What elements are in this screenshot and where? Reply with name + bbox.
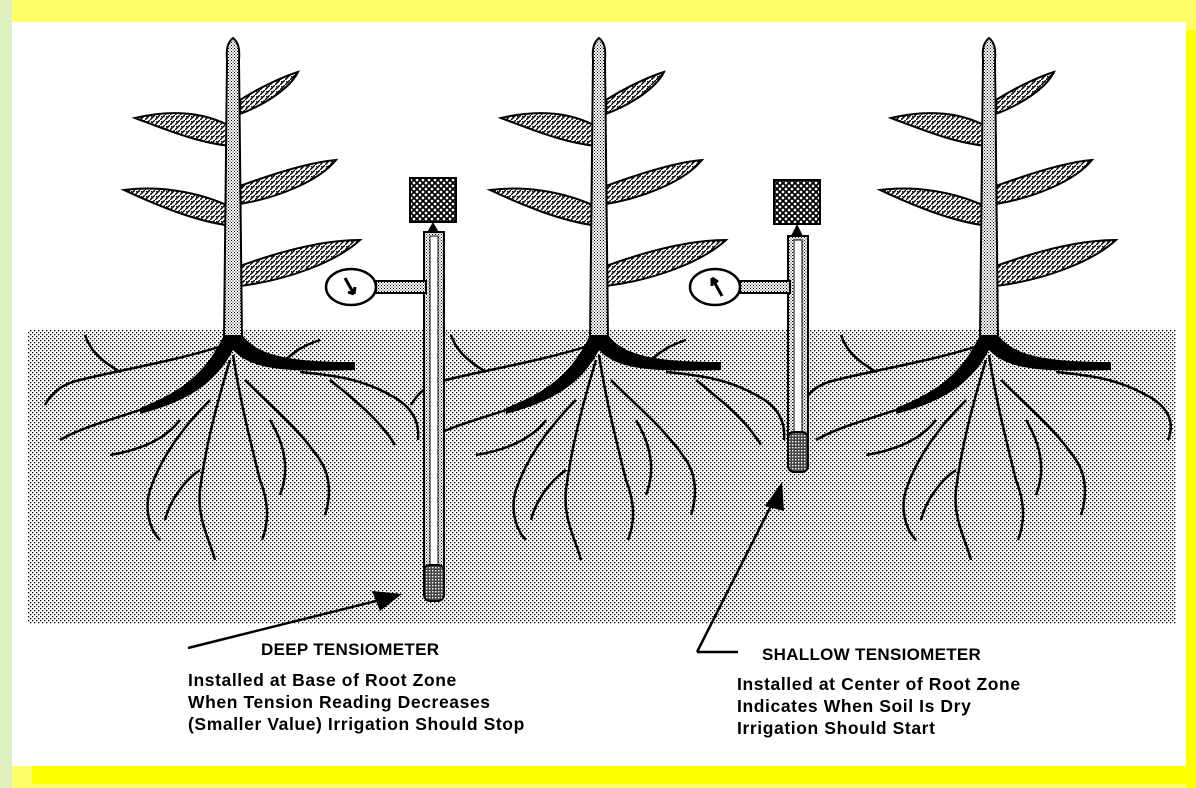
right-edge-bar [1186, 30, 1196, 788]
left-edge-tint [0, 0, 12, 788]
bottom-bar [32, 766, 1188, 784]
shallow-line-3: Irrigation Should Start [737, 717, 936, 739]
deep-title: DEEP TENSIOMETER [261, 640, 439, 660]
tensiometer-icon [410, 178, 456, 222]
shallow-line-1: Installed at Center of Root Zone [737, 673, 1021, 695]
deep-line-2: When Tension Reading Decreases [188, 691, 491, 713]
shallow-line-2: Indicates When Soil Is Dry [737, 695, 971, 717]
deep-line-1: Installed at Base of Root Zone [188, 669, 457, 691]
deep-line-3: (Smaller Value) Irrigation Should Stop [188, 713, 525, 735]
gauge-icon [690, 269, 740, 305]
tensiometer-icon [774, 180, 820, 224]
shallow-title: SHALLOW TENSIOMETER [762, 645, 981, 665]
